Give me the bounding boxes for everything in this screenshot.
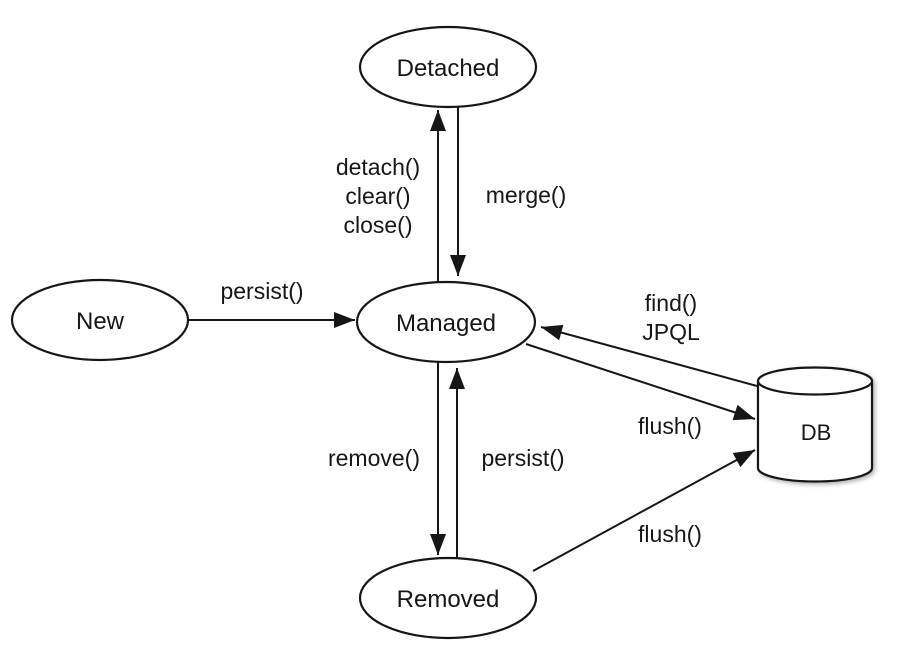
node-new: New [10,278,190,362]
db-label: DB [801,420,832,445]
node-managed: Managed [355,280,537,364]
node-removed: Removed [358,556,538,640]
edge-db-to-managed [540,324,758,387]
detached-label: Detached [397,55,500,82]
edge-label-jpql: JPQL [642,319,700,345]
edge-label-close: close() [343,212,412,238]
node-db: DB [756,366,874,483]
edge-label-persist-new: persist() [220,278,303,304]
edge-label-remove: remove() [328,445,420,471]
edge-label-merge: merge() [486,182,567,208]
edge-managed-to-db [525,343,756,421]
db-cylinder-top [756,366,874,396]
edge-label-clear: clear() [345,183,410,209]
managed-label: Managed [396,310,496,337]
node-detached: Detached [358,25,538,109]
edge-label-find: find() [645,290,697,316]
new-ellipse [10,278,190,362]
new-label: New [76,308,125,335]
db-cylinder-body [756,381,874,483]
detached-ellipse [358,25,538,109]
edge-label-detach: detach() [336,154,420,180]
edge-removed-to-db [532,449,756,572]
edge-label-flush-removed: flush() [638,521,702,547]
edge-label-flush-managed: flush() [638,413,702,439]
removed-label: Removed [397,586,500,613]
edge-label-persist-removed: persist() [481,445,564,471]
managed-ellipse [355,280,537,364]
removed-ellipse [358,556,538,640]
